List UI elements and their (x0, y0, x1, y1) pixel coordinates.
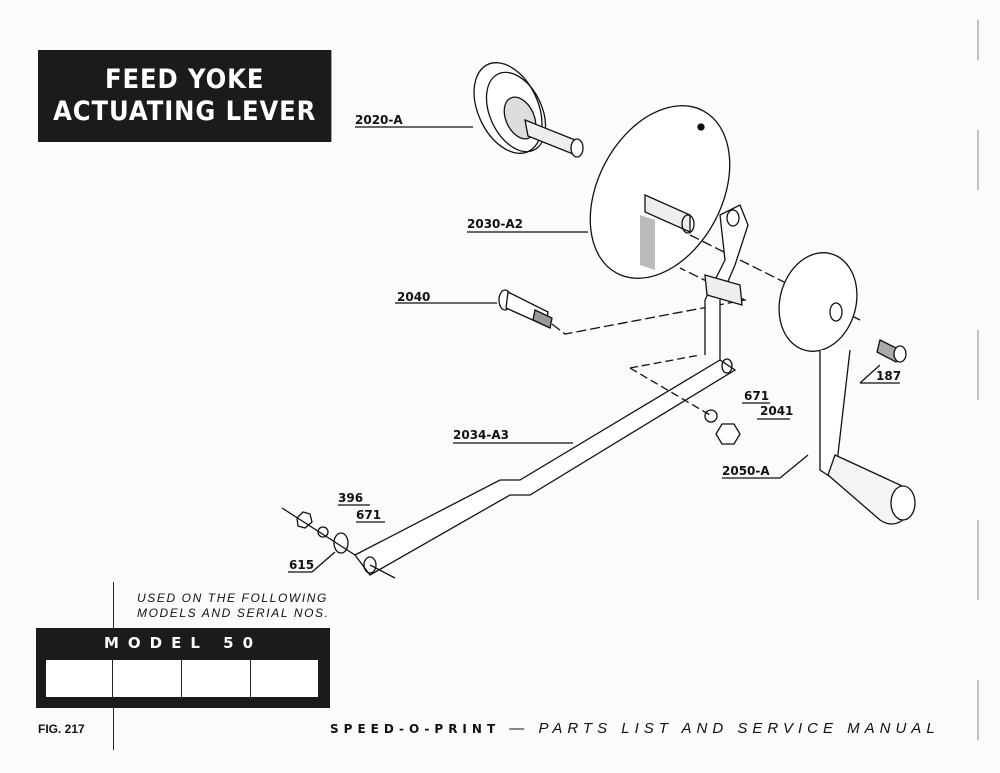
part-2040-pin (498, 289, 553, 329)
model-table: MODEL 50 (36, 628, 330, 708)
part-2020-a-knob (473, 62, 584, 158)
serial-cell (182, 660, 251, 697)
part-label-671-lower: 671 (356, 508, 382, 522)
manual-subtitle: — PARTS LIST AND SERVICE MANUAL (500, 720, 940, 737)
usage-line-2: MODELS AND SERIAL NOS. (137, 606, 330, 620)
page-edge-marks (977, 20, 979, 740)
serial-cell (113, 660, 182, 697)
usage-line-1: USED ON THE FOLLOWING (137, 591, 328, 605)
part-label-187: 187 (876, 369, 902, 383)
serial-cell (251, 660, 318, 697)
model-title: MODEL 50 (103, 634, 263, 652)
part-label-615: 615 (289, 558, 315, 572)
title-line-1: FEED YOKE (105, 64, 265, 95)
title-banner: FEED YOKE ACTUATING LEVER (38, 50, 332, 142)
part-label-671-upper: 671 (744, 389, 770, 403)
part-label-2030-a2: 2030-A2 (467, 217, 524, 231)
part-label-2034-a3: 2034-A3 (453, 428, 510, 442)
assembly-line (551, 267, 748, 335)
title-line-2: ACTUATING LEVER (53, 96, 317, 127)
brand-name: SPEED-O-PRINT (330, 722, 501, 736)
part-label-396: 396 (338, 491, 364, 505)
part-label-2040: 2040 (397, 290, 431, 304)
part-2034-a3-lever (354, 204, 749, 579)
serial-cell (46, 660, 113, 697)
part-396-671-615-hardware (281, 507, 356, 556)
part-671-2041-nut (704, 409, 741, 445)
usage-note: USED ON THE FOLLOWING MODELS AND SERIAL … (137, 591, 330, 621)
footer-title: SPEED-O-PRINT — PARTS LIST AND SERVICE M… (330, 720, 940, 737)
part-label-2050-a: 2050-A (722, 464, 770, 478)
part-2030-a2-disc (589, 105, 731, 279)
part-label-2041: 2041 (760, 404, 794, 418)
part-2050-a-crank (778, 252, 916, 525)
part-187-screw (876, 339, 907, 363)
figure-number: FIG. 217 (38, 722, 85, 736)
part-label-2020-a: 2020-A (355, 113, 403, 127)
